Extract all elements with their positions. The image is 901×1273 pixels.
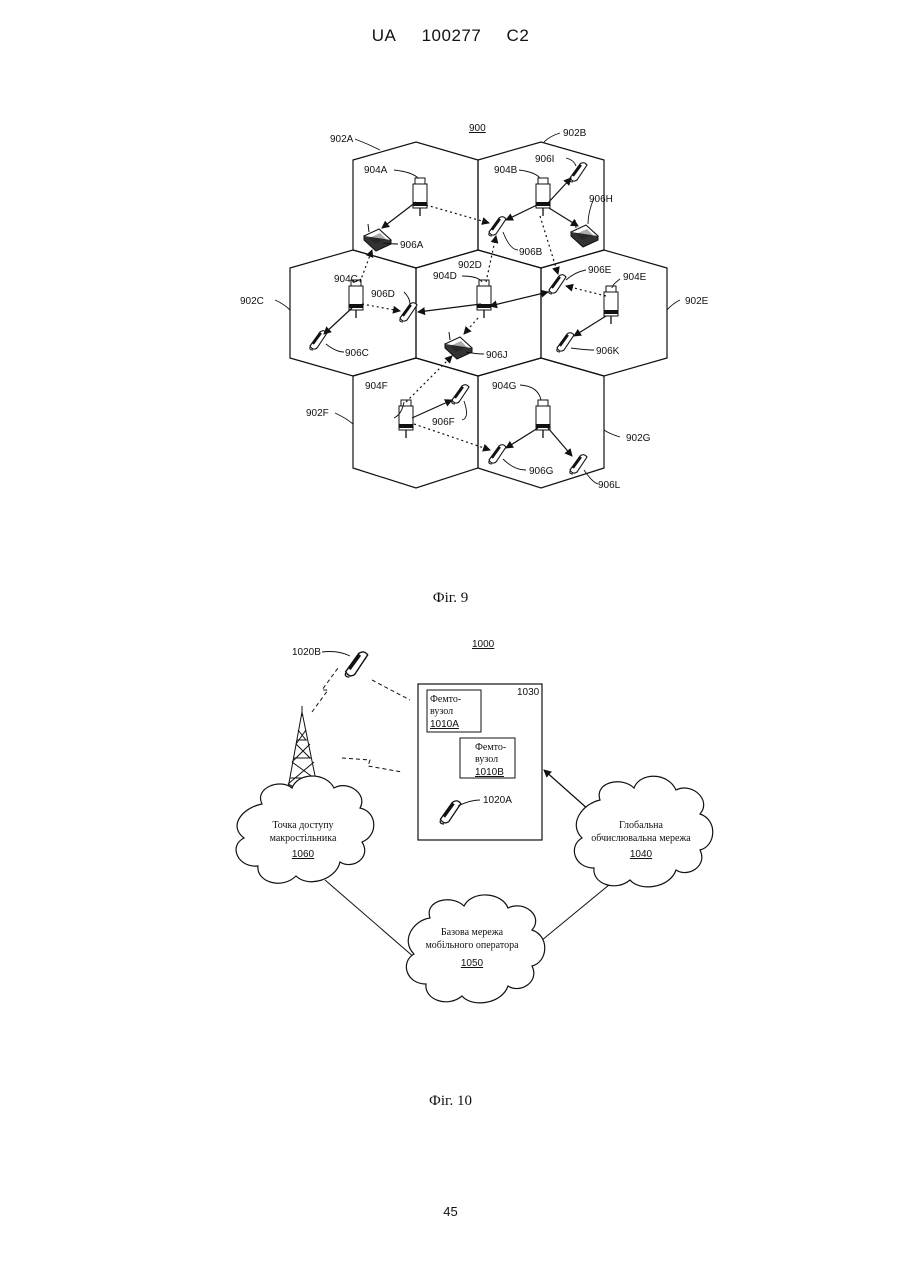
- label-1030: 1030: [517, 687, 540, 698]
- wireless-1020B-building: [372, 680, 410, 700]
- dotted-904D-906J: [464, 318, 478, 334]
- label-906B: 906B: [519, 247, 543, 258]
- macro-line1: Точка доступу: [272, 820, 333, 831]
- base-station-904G-icon: [536, 400, 550, 438]
- label-906A: 906A: [400, 240, 424, 251]
- label-904C: 904C: [334, 274, 358, 285]
- label-902G: 902G: [626, 433, 651, 444]
- fig9-ref: 900: [469, 123, 486, 134]
- femto-a-line1: Фемто-: [430, 694, 461, 705]
- terminal-906F-icon: [452, 385, 469, 404]
- wireless-tower-building: [342, 758, 402, 772]
- cell-902F: [353, 358, 478, 488]
- dotted-904E-906E: [566, 286, 606, 296]
- femto-a-ref: 1010A: [430, 719, 459, 730]
- label-902D: 902D: [458, 260, 482, 271]
- macro-line2: макростільника: [270, 833, 337, 844]
- terminal-906D-icon: [400, 303, 417, 322]
- label-906C: 906C: [345, 348, 369, 359]
- fig10-ref: 1000: [472, 639, 495, 650]
- link-904C-906C: [324, 308, 352, 334]
- label-906H: 906H: [589, 194, 613, 205]
- femto-b-ref: 1010B: [475, 767, 504, 778]
- fig9-caption: Фіг. 9: [0, 590, 901, 607]
- dotted-904D-906B: [486, 236, 496, 282]
- label-906J: 906J: [486, 350, 508, 361]
- label-904B: 904B: [494, 165, 518, 176]
- link-904B-906H: [549, 208, 578, 226]
- terminal-906G-icon: [489, 445, 506, 464]
- link-904D-906D: [418, 304, 481, 312]
- femto-a-line2: вузол: [430, 706, 453, 717]
- label-902E: 902E: [685, 296, 709, 307]
- fig9-diagram: 900 902A 902B 902C 902D 902E 902F 902G 9…: [240, 123, 709, 491]
- label-902C: 902C: [240, 296, 264, 307]
- terminal-906E-icon: [549, 275, 566, 294]
- label-906K: 906K: [596, 346, 620, 357]
- link-904G-906G: [506, 428, 538, 448]
- page-number: 45: [0, 1204, 901, 1219]
- label-904D: 904D: [433, 271, 457, 282]
- base-station-904A-icon: [413, 178, 427, 216]
- label-906E: 906E: [588, 265, 612, 276]
- link-904A-906A: [382, 202, 416, 228]
- label-902B: 902B: [563, 128, 587, 139]
- core-line2: мобільного оператора: [425, 940, 519, 951]
- link-904F-906F: [412, 400, 452, 418]
- label-904A: 904A: [364, 165, 388, 176]
- label-906G: 906G: [529, 466, 554, 477]
- dotted-904A-906B: [426, 205, 489, 223]
- link-904D-906E: [490, 292, 548, 306]
- terminal-906J-icon: [445, 332, 472, 359]
- label-904G: 904G: [492, 381, 517, 392]
- wan-cloud: [574, 776, 712, 887]
- link-904G-906L: [548, 428, 572, 456]
- label-1020B: 1020B: [292, 647, 321, 658]
- terminal-906A-icon: [364, 224, 391, 251]
- label-904E: 904E: [623, 272, 647, 283]
- label-906L: 906L: [598, 480, 621, 491]
- terminal-906K-icon: [557, 333, 574, 352]
- core-ref: 1050: [461, 958, 484, 969]
- base-station-904E-icon: [604, 286, 618, 324]
- fig10-caption: Фіг. 10: [0, 1093, 901, 1110]
- fig10-diagram: 1000 1020B 1030: [236, 639, 713, 1003]
- macro-ref: 1060: [292, 849, 315, 860]
- dotted-904F-906J: [406, 356, 452, 402]
- core-line1: Базова мережа: [441, 927, 504, 938]
- link-904E-906K: [574, 316, 606, 336]
- label-1020A: 1020A: [483, 795, 512, 806]
- label-904F: 904F: [365, 381, 388, 392]
- terminal-906I-icon: [570, 163, 587, 182]
- wan-ref: 1040: [630, 849, 653, 860]
- wireless-tower-1020B: [312, 668, 338, 712]
- link-904B-906I: [547, 178, 571, 204]
- label-906D: 906D: [371, 289, 395, 300]
- femto-b-line1: Фемто-: [475, 742, 506, 753]
- base-station-904D-icon: [477, 280, 491, 318]
- dotted-904C-906D: [362, 304, 400, 311]
- label-906F: 906F: [432, 417, 455, 428]
- label-906I: 906I: [535, 154, 554, 165]
- base-station-904F-icon: [399, 400, 413, 438]
- base-station-904B-icon: [536, 178, 550, 216]
- base-station-904C-icon: [349, 280, 363, 318]
- wan-line2: обчислювальна мережа: [591, 833, 691, 844]
- wan-line1: Глобальна: [619, 820, 664, 831]
- label-902A: 902A: [330, 134, 354, 145]
- link-macro-core: [325, 880, 415, 958]
- femto-b-line2: вузол: [475, 754, 498, 765]
- link-904B-906B: [506, 204, 539, 220]
- label-902F: 902F: [306, 408, 329, 419]
